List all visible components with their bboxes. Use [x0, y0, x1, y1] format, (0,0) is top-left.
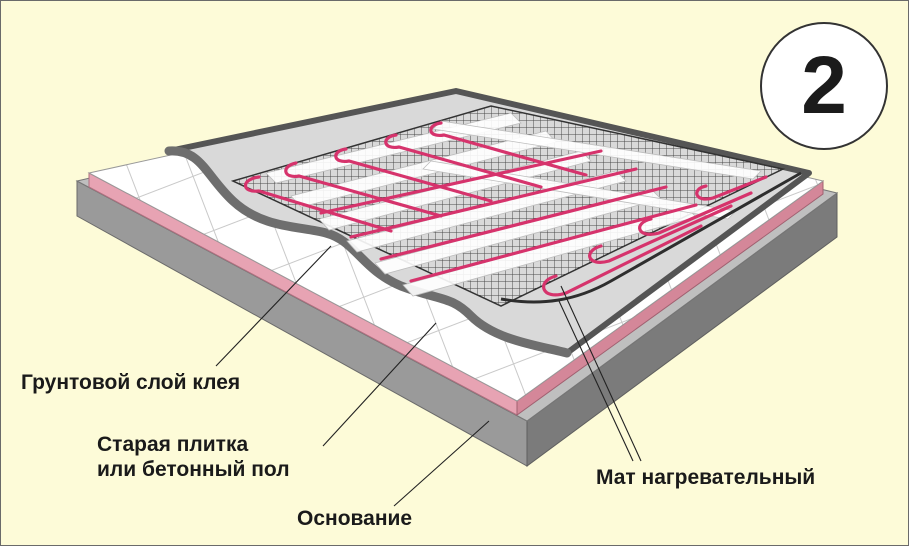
leader-line-base	[393, 420, 490, 507]
heating-cable-run	[349, 167, 638, 239]
step-number-badge: 2	[760, 22, 888, 150]
heating-cable-run	[319, 149, 603, 215]
leader-line-old-tile	[322, 322, 437, 447]
heating-cable-loop	[588, 204, 733, 264]
heating-cable-run	[409, 203, 698, 283]
heating-cable-loop	[334, 147, 493, 203]
tile-strip	[432, 120, 762, 180]
label-old-tile-line1: Старая плитка	[97, 433, 249, 456]
heating-cable-loop	[429, 121, 588, 177]
label-primer-layer: Грунтовой слой клея	[21, 371, 241, 394]
label-base: Основание	[297, 507, 413, 530]
leader-line-heating-mat-2	[558, 300, 634, 462]
leader-line-heating-mat	[560, 285, 642, 462]
heating-cable-loop	[384, 133, 543, 189]
heating-cable-loop	[695, 175, 768, 201]
label-old-tile-line2: или бетонный пол	[97, 458, 290, 481]
heating-cable-loop	[243, 175, 393, 233]
heating-cable	[243, 121, 768, 297]
leader-lines	[215, 245, 642, 507]
step-number: 2	[801, 40, 847, 131]
leader-line-primer	[215, 245, 332, 367]
cold-lead-cable	[500, 171, 802, 304]
heating-cable-loop	[542, 224, 703, 297]
heating-cable-loop	[284, 161, 443, 218]
primer-adhesive-edge	[164, 146, 572, 358]
label-heating-mat: Мат нагревательный	[596, 466, 816, 489]
heating-cable-loop	[638, 191, 753, 236]
heating-cable-run	[379, 185, 668, 261]
